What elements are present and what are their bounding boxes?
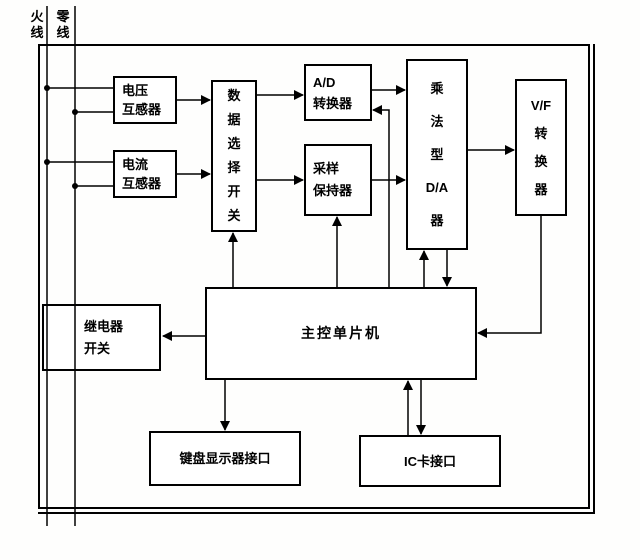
block-relay-switch: 继电器 开关	[42, 304, 161, 371]
system-boundary-double-line	[38, 44, 595, 514]
system-boundary	[38, 44, 590, 509]
neutral-wire-label: 零 线	[56, 9, 70, 40]
block-current-transformer: 电流 互感器	[113, 150, 177, 198]
block-ad-converter: A/D 转换器	[304, 64, 372, 121]
block-ic-card-interface: IC卡接口	[359, 435, 501, 487]
block-data-selector-switch: 数 据 选 择 开 关	[211, 80, 257, 232]
block-vf-converter: V/F 转 换 器	[515, 79, 567, 216]
block-main-mcu: 主控单片机	[205, 287, 477, 380]
block-keyboard-display-interface: 键盘显示器接口	[149, 431, 301, 486]
block-voltage-transformer: 电压 互感器	[113, 76, 177, 124]
live-wire-label: 火 线	[30, 9, 44, 40]
block-multiplying-da: 乘 法 型 D/A 器	[406, 59, 468, 250]
block-sample-hold: 采样 保持器	[304, 144, 372, 216]
